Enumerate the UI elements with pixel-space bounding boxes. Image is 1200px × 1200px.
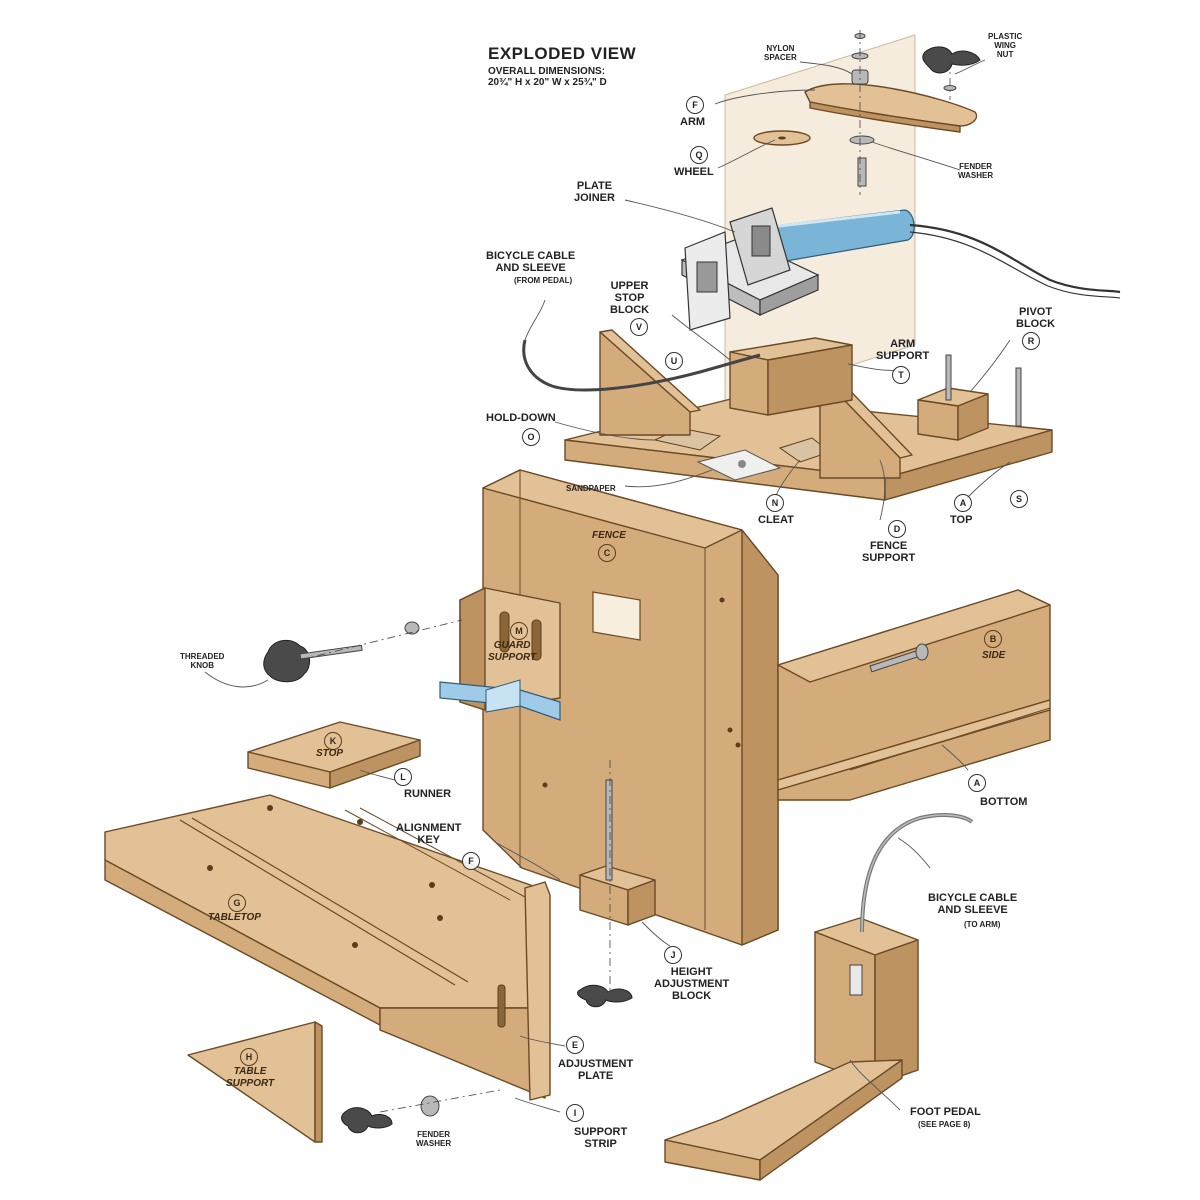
letter-wheel: Q	[690, 146, 708, 164]
guard-support-part	[439, 587, 561, 721]
letter-fence: C	[598, 544, 616, 562]
upper-stop-block-part	[729, 337, 853, 416]
label-bicycle-cable-bottom-sub: (TO ARM)	[964, 920, 1001, 929]
letter-adjustment-plate: E	[566, 1036, 584, 1054]
label-tabletop: TABLETOP	[208, 912, 261, 923]
label-guard-support: GUARD SUPPORT	[488, 640, 537, 663]
label-bicycle-cable-bottom: BICYCLE CABLE AND SLEEVE	[928, 892, 1018, 916]
letter-bottom: A	[968, 774, 986, 792]
label-fence: FENCE	[592, 530, 626, 541]
label-foot-pedal-sub: (SEE PAGE 8)	[918, 1120, 971, 1129]
label-hold-down: HOLD-DOWN	[486, 412, 556, 424]
letter-table-support: H	[240, 1048, 258, 1066]
letter-u-block: U	[665, 352, 683, 370]
letter-cleat: N	[766, 494, 784, 512]
label-fence-support: FENCE SUPPORT	[862, 540, 916, 564]
letter-guard-support: M	[510, 622, 528, 640]
label-plate-joiner: PLATE JOINER	[574, 180, 615, 204]
diagram-title-block: EXPLODED VIEW OVERALL DIMENSIONS: 20¾" H…	[488, 44, 636, 88]
fender-washer-bottom-part	[341, 1095, 440, 1134]
letter-arm: F	[686, 96, 704, 114]
label-fender-washer-top: FENDER WASHER	[958, 162, 994, 180]
label-plastic-wing-nut: PLASTIC WING NUT	[988, 32, 1023, 59]
threaded-knob-part	[263, 621, 420, 683]
table-support-part	[187, 1021, 323, 1143]
label-upper-stop-block: UPPER STOP BLOCK	[610, 280, 650, 316]
letter-s-part: S	[1010, 490, 1028, 508]
label-cleat: CLEAT	[758, 514, 794, 526]
label-alignment-key: ALIGNMENT KEY	[396, 822, 462, 846]
letter-upper-stop-block: V	[630, 318, 648, 336]
letter-runner: L	[394, 768, 412, 786]
label-fender-washer-bottom: FENDER WASHER	[416, 1130, 452, 1148]
label-foot-pedal: FOOT PEDAL	[910, 1106, 981, 1118]
label-arm: ARM	[680, 116, 706, 128]
label-stop: STOP	[316, 748, 344, 759]
fence-part	[482, 469, 779, 946]
label-side: SIDE	[982, 650, 1006, 661]
bicycle-cable-top-part	[522, 339, 761, 392]
pivot-block-part	[917, 354, 1022, 441]
label-top: TOP	[950, 514, 973, 526]
tabletop-part	[104, 794, 546, 1026]
label-table-support: TABLE SUPPORT	[226, 1066, 275, 1089]
letter-tabletop: G	[228, 894, 246, 912]
label-wheel: WHEEL	[674, 166, 714, 178]
label-sandpaper: SANDPAPER	[566, 484, 616, 493]
dimensions-heading: OVERALL DIMENSIONS:	[488, 66, 606, 77]
label-nylon-spacer: NYLON SPACER	[764, 44, 797, 62]
letter-pivot-block: R	[1022, 332, 1040, 350]
letter-support-strip: I	[566, 1104, 584, 1122]
nylon-spacer-part	[851, 33, 869, 85]
label-runner: RUNNER	[404, 788, 452, 800]
letter-hold-down: O	[522, 428, 540, 446]
label-support-strip: SUPPORT STRIP	[574, 1126, 628, 1150]
height-adjustment-block-part	[577, 779, 656, 1008]
label-bicycle-cable-top-sub: (FROM PEDAL)	[514, 276, 573, 285]
diagram-title: EXPLODED VIEW	[488, 44, 637, 63]
letter-stop: K	[324, 732, 342, 750]
dimensions-value: 20¾" H x 20" W x 25¾" D	[488, 77, 607, 88]
label-threaded-knob: THREADED KNOB	[180, 652, 225, 670]
label-arm-support: ARM SUPPORT	[876, 338, 930, 362]
label-adjustment-plate: ADJUSTMENT PLATE	[558, 1058, 634, 1082]
plastic-wing-nut-part	[922, 46, 981, 91]
letter-arm-support: T	[892, 366, 910, 384]
foot-pedal-part	[664, 813, 974, 1181]
letter-top: A	[954, 494, 972, 512]
letter-alignment-key: F	[462, 852, 480, 870]
adjustment-plate-part	[379, 881, 551, 1101]
letter-fence-support: D	[888, 520, 906, 538]
letter-side: B	[984, 630, 1002, 648]
side-bottom-part	[777, 589, 1051, 801]
label-height-adjustment-block: HEIGHT ADJUSTMENT BLOCK	[654, 966, 730, 1002]
plate-joiner-part	[680, 207, 1121, 331]
label-bottom: BOTTOM	[980, 796, 1028, 808]
letter-height-adjustment-block: J	[664, 946, 682, 964]
label-pivot-block: PIVOT BLOCK	[1016, 306, 1056, 330]
label-bicycle-cable-top: BICYCLE CABLE AND SLEEVE	[486, 250, 576, 274]
fender-washer-top-part	[849, 135, 875, 187]
wheel-part	[753, 130, 811, 146]
arm-part	[804, 83, 978, 133]
